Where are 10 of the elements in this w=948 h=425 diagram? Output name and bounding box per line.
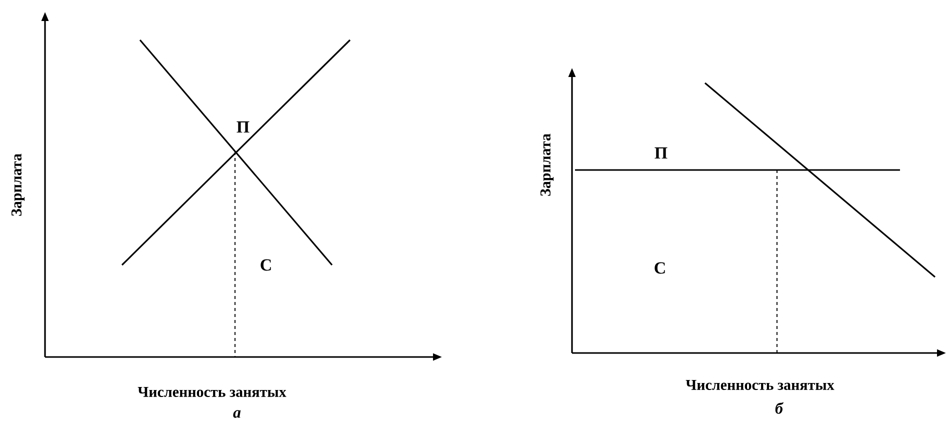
curve-label: С [260,259,271,271]
axis-label: Зарплата [540,134,554,196]
axis-label: Численность занятых [138,387,286,397]
panel-label: б [775,402,784,414]
axis-label: Численность занятых [686,380,834,390]
curve-label: П [654,147,668,159]
axis-label: Зарплата [11,154,25,216]
curve-label: П [236,121,250,133]
curve-label: С [654,262,665,274]
panel-label: а [233,410,241,418]
